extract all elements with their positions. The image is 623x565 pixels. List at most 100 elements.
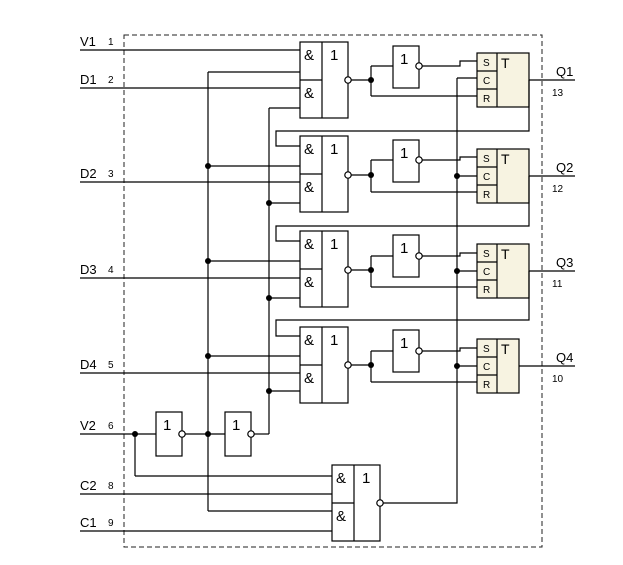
inverter-2-bubble: [415, 156, 423, 164]
wire-q1-feedback: [275, 80, 530, 147]
junction-b4: [266, 388, 272, 394]
gate-3-and-bottom: &: [304, 274, 314, 291]
label-v1: V1: [80, 34, 96, 49]
gate-clock-or: 1: [362, 470, 370, 487]
inverter-4: [392, 329, 420, 373]
gate-2-and-top: &: [304, 141, 314, 158]
wire-q2-feedback: [275, 176, 530, 242]
inverter-v2-b-symbol: 1: [232, 417, 240, 434]
pin-d4: 5: [108, 360, 114, 371]
inverter-v2-a-symbol: 1: [163, 417, 171, 434]
label-q2: Q2: [556, 160, 573, 175]
ff-3-t: T: [501, 246, 510, 262]
gate-3-and-top: &: [304, 236, 314, 253]
gate-4-and-bottom: &: [304, 370, 314, 387]
ff-1-r: R: [483, 94, 490, 105]
inverter-3: [392, 234, 420, 278]
gate-clock-and-top: &: [336, 470, 346, 487]
inverter-1-symbol: 1: [400, 51, 408, 68]
junction-g3: [368, 267, 374, 273]
gate-4-and-top: &: [304, 332, 314, 349]
ff-3-r: R: [483, 285, 490, 296]
pin-q1: 13: [552, 88, 564, 99]
label-d2: D2: [80, 166, 97, 181]
inverter-v2-b-bubble: [247, 430, 255, 438]
label-d1: D1: [80, 72, 97, 87]
pin-q3: 11: [552, 279, 563, 290]
gate-clock-bubble: [376, 499, 384, 507]
pin-v2: 6: [108, 421, 114, 432]
pin-d1: 2: [108, 75, 114, 86]
inverter-v2-a-bubble: [178, 430, 186, 438]
gate-3-bubble: [344, 266, 352, 274]
wire-q3-feedback: [275, 271, 530, 337]
label-c1: C1: [80, 515, 97, 530]
ff-4-r: R: [483, 380, 490, 391]
label-q1: Q1: [556, 64, 573, 79]
gate-4-or: 1: [330, 332, 338, 349]
gate-4-bubble: [344, 361, 352, 369]
inverter-v2-a: [155, 411, 183, 457]
junction-g4: [368, 362, 374, 368]
label-d4: D4: [80, 357, 97, 372]
pin-c1: 9: [108, 518, 114, 529]
junction-b3: [266, 295, 272, 301]
flip-flop-4: [476, 338, 520, 394]
ff-4-s: S: [483, 344, 490, 355]
inverter-4-symbol: 1: [400, 335, 408, 352]
chip-boundary: [123, 34, 543, 548]
label-d3: D3: [80, 262, 97, 277]
gate-1-or: 1: [330, 47, 338, 64]
ff-4-t: T: [501, 341, 510, 357]
gate-2-or: 1: [330, 141, 338, 158]
gate-1-bubble: [344, 76, 352, 84]
junction-a3: [205, 258, 211, 264]
wire-inv3-to-s: [422, 252, 477, 257]
ff-2-c: C: [483, 172, 490, 183]
gate-2-bubble: [344, 171, 352, 179]
ff-3-s: S: [483, 249, 490, 260]
ff-2-t: T: [501, 151, 510, 167]
wire-inv4-to-s: [422, 347, 477, 352]
junction-a4: [205, 353, 211, 359]
junction-g1: [368, 77, 374, 83]
wire-inv2-to-s: [422, 156, 477, 161]
label-q3: Q3: [556, 255, 573, 270]
inverter-v2-b: [224, 411, 252, 457]
pin-q2: 12: [552, 184, 564, 195]
wire-inv1-to-s: [422, 60, 477, 67]
pin-d2: 3: [108, 169, 114, 180]
pin-v1: 1: [108, 37, 114, 48]
ff-4-c: C: [483, 362, 490, 373]
gate-2-and-bottom: &: [304, 179, 314, 196]
label-v2: V2: [80, 418, 96, 433]
inverter-3-symbol: 1: [400, 240, 408, 257]
flip-flop-1: [476, 52, 530, 108]
junction-b2: [266, 200, 272, 206]
pin-q4: 10: [552, 374, 564, 385]
junction-c4: [454, 363, 460, 369]
ff-1-c: C: [483, 76, 490, 87]
junction-g2: [368, 172, 374, 178]
gate-1-and-bottom: &: [304, 85, 314, 102]
label-q4: Q4: [556, 350, 573, 365]
gate-3-or: 1: [330, 236, 338, 253]
junction-c2: [454, 173, 460, 179]
wire-clock-bus: [383, 78, 458, 504]
ff-2-s: S: [483, 154, 490, 165]
gate-clock-and-bottom: &: [336, 508, 346, 525]
gate-1-and-top: &: [304, 47, 314, 64]
ff-1-t: T: [501, 55, 510, 71]
inverter-4-bubble: [415, 347, 423, 355]
pin-c2: 8: [108, 481, 114, 492]
junction-v2: [132, 431, 138, 437]
pin-d3: 4: [108, 265, 114, 276]
ff-2-r: R: [483, 190, 490, 201]
inverter-3-bubble: [415, 252, 423, 260]
junction-a2: [205, 163, 211, 169]
ff-1-s: S: [483, 58, 490, 69]
label-c2: C2: [80, 478, 97, 493]
inverter-2-symbol: 1: [400, 145, 408, 162]
ff-3-c: C: [483, 267, 490, 278]
